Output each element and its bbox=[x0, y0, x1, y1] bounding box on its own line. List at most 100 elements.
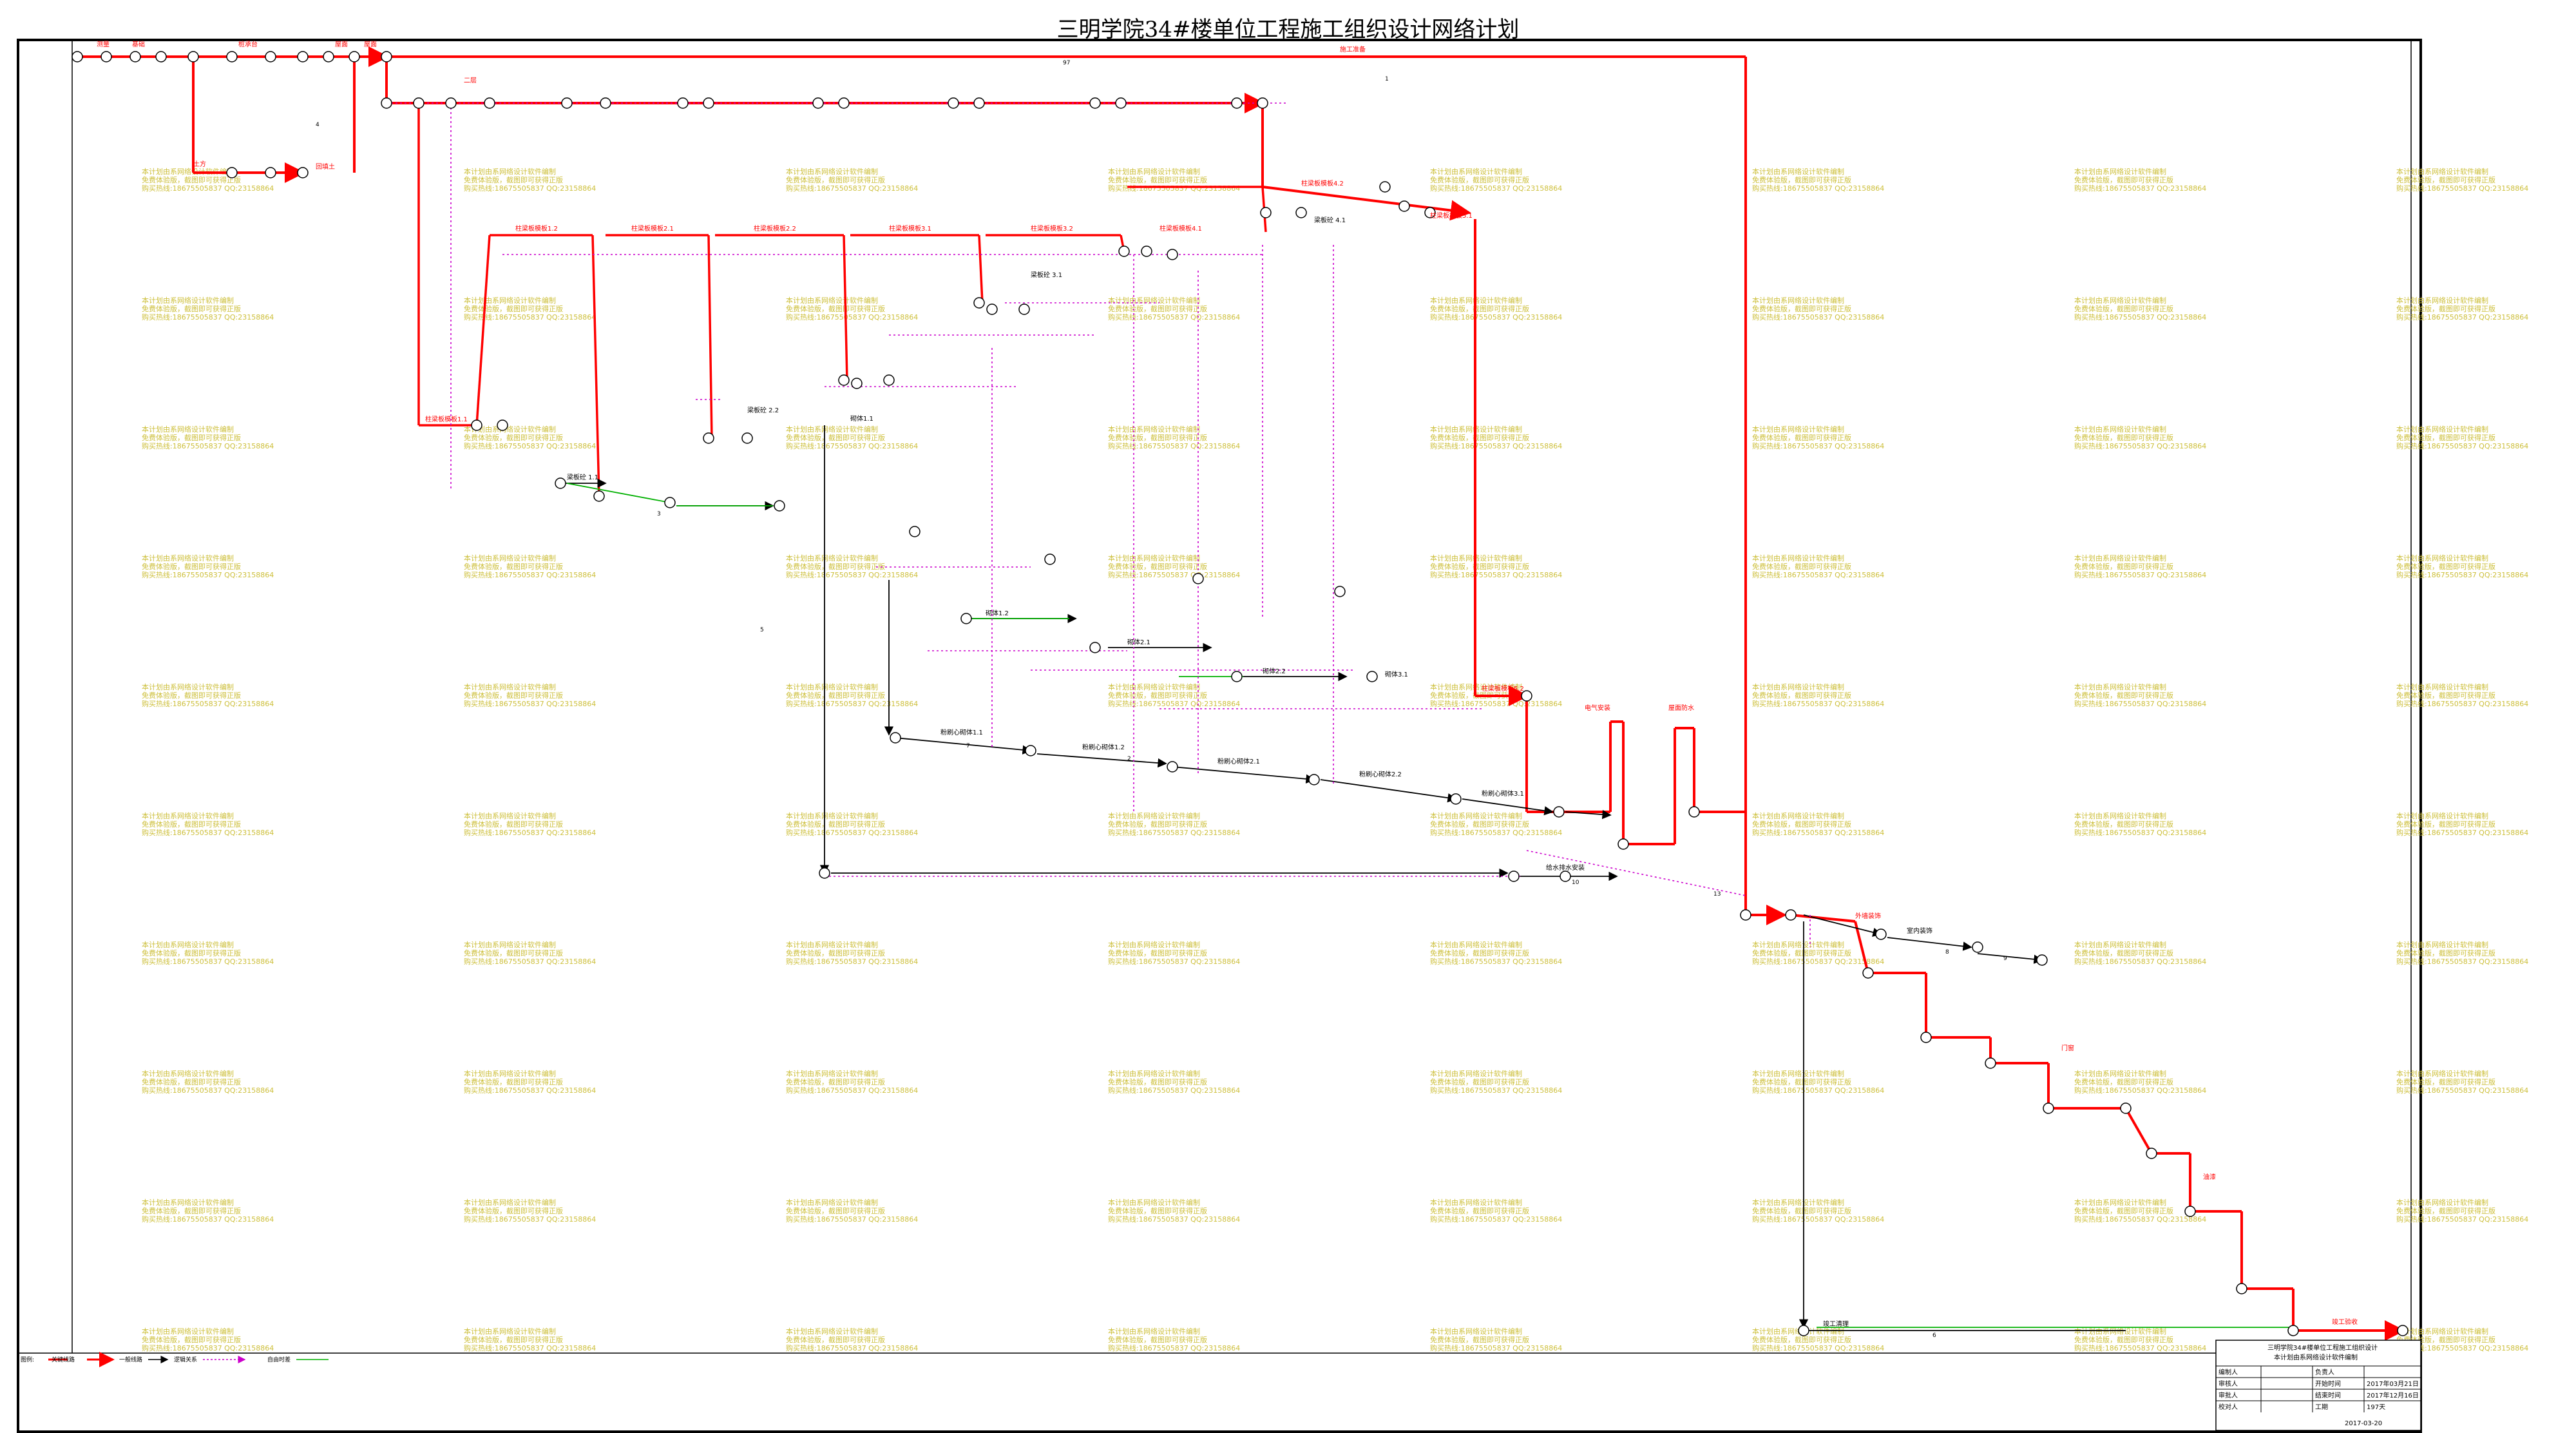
watermark-text: 购买热线:18675505837 QQ:23158864 bbox=[2074, 1215, 2206, 1224]
watermark-text: 本计划由系网络设计软件编制 bbox=[142, 296, 234, 305]
event-node bbox=[948, 97, 959, 109]
watermark-text: 购买热线:18675505837 QQ:23158864 bbox=[464, 828, 596, 837]
event-node bbox=[1617, 838, 1629, 850]
event-node bbox=[593, 490, 605, 502]
watermark-text: 购买热线:18675505837 QQ:23158864 bbox=[2074, 1343, 2206, 1352]
watermark-text: 免费体验版，截图即可获得正版 bbox=[2396, 433, 2495, 442]
event-node bbox=[2397, 1325, 2409, 1336]
watermark-text: 免费体验版，截图即可获得正版 bbox=[1108, 948, 1207, 957]
event-node bbox=[1231, 671, 1243, 682]
watermark-text: 本计划由系网络设计软件编制 bbox=[786, 811, 878, 820]
event-node bbox=[883, 374, 895, 386]
event-node bbox=[471, 419, 482, 431]
event-node bbox=[1560, 870, 1571, 882]
task-wall5: 砌体3.1 bbox=[1385, 671, 1408, 678]
legend: 图例: 关键线路 一般线路 逻辑关系 自由时差 bbox=[21, 1352, 329, 1367]
watermark-text: 免费体验版，截图即可获得正版 bbox=[142, 691, 241, 700]
task-wall2: 砌体1.2 bbox=[986, 610, 1009, 617]
event-node bbox=[1798, 1325, 1809, 1336]
watermark-text: 本计划由系网络设计软件编制 bbox=[142, 1198, 234, 1207]
watermark-text: 免费体验版，截图即可获得正版 bbox=[464, 948, 563, 957]
watermark-text: 购买热线:18675505837 QQ:23158864 bbox=[464, 957, 596, 966]
task-elec: 电气安装 bbox=[1585, 704, 1610, 712]
task-col3: 柱梁板模板2.1 bbox=[631, 224, 674, 233]
watermark-text: 本计划由系网络设计软件编制 bbox=[2396, 296, 2488, 305]
event-node bbox=[1167, 249, 1178, 260]
watermark-text: 购买热线:18675505837 QQ:23158864 bbox=[1430, 570, 1562, 579]
watermark-text: 购买热线:18675505837 QQ:23158864 bbox=[1430, 1086, 1562, 1095]
watermark-text: 本计划由系网络设计软件编制 bbox=[142, 425, 234, 434]
watermark-text: 购买热线:18675505837 QQ:23158864 bbox=[1752, 1215, 1884, 1224]
duration-labels: 97 1 4 3 5 7 2 10 13 8 9 6 bbox=[316, 60, 2007, 1339]
watermark-text: 购买热线:18675505837 QQ:23158864 bbox=[786, 184, 918, 193]
watermark-text: 免费体验版，截图即可获得正版 bbox=[142, 948, 241, 957]
watermark-text: 购买热线:18675505837 QQ:23158864 bbox=[1108, 1086, 1240, 1095]
watermark-text: 购买热线:18675505837 QQ:23158864 bbox=[1430, 828, 1562, 837]
event-node bbox=[600, 97, 611, 109]
watermark-text: 购买热线:18675505837 QQ:23158864 bbox=[2074, 828, 2206, 837]
watermark-text: 本计划由系网络设计软件编制 bbox=[1752, 1069, 1844, 1078]
watermark-text: 本计划由系网络设计软件编制 bbox=[2074, 811, 2166, 820]
watermark-text: 购买热线:18675505837 QQ:23158864 bbox=[464, 1086, 596, 1095]
watermark-text: 本计划由系网络设计软件编制 bbox=[464, 811, 556, 820]
watermark-text: 本计划由系网络设计软件编制 bbox=[2074, 1327, 2166, 1336]
event-node bbox=[561, 97, 573, 109]
event-node bbox=[1740, 909, 1751, 921]
watermark-text: 本计划由系网络设计软件编制 bbox=[142, 553, 234, 563]
event-node bbox=[1231, 97, 1243, 109]
watermark-text: 本计划由系网络设计软件编制 bbox=[464, 1069, 556, 1078]
title-block-cell: 工期 bbox=[2315, 1403, 2328, 1411]
watermark-text: 免费体验版，截图即可获得正版 bbox=[2074, 562, 2173, 571]
event-node bbox=[1972, 941, 1983, 953]
watermark-text: 免费体验版，截图即可获得正版 bbox=[2396, 1206, 2495, 1215]
watermark-text: 购买热线:18675505837 QQ:23158864 bbox=[1430, 1215, 1562, 1224]
event-node bbox=[72, 51, 83, 63]
task-col6: 柱梁板模板3.2 bbox=[1031, 224, 1073, 233]
virtual-links bbox=[386, 102, 1811, 947]
watermark-text: 免费体验版，截图即可获得正版 bbox=[464, 175, 563, 184]
event-node bbox=[1985, 1057, 1996, 1069]
watermark-text: 免费体验版，截图即可获得正版 bbox=[1108, 304, 1207, 313]
duration-label: 5 bbox=[760, 627, 764, 633]
task-col5: 柱梁板模板3.1 bbox=[889, 224, 931, 233]
watermark-text: 购买热线:18675505837 QQ:23158864 bbox=[1430, 699, 1562, 708]
watermark-text: 免费体验版，截图即可获得正版 bbox=[142, 820, 241, 829]
watermark-text: 免费体验版，截图即可获得正版 bbox=[2396, 562, 2495, 571]
watermark-text: 本计划由系网络设计软件编制 bbox=[1752, 296, 1844, 305]
event-node bbox=[1862, 967, 1874, 979]
watermark-text: 本计划由系网络设计软件编制 bbox=[1108, 425, 1200, 434]
watermark-text: 本计划由系网络设计软件编制 bbox=[142, 1069, 234, 1078]
watermark-text: 本计划由系网络设计软件编制 bbox=[1108, 682, 1200, 691]
task-door: 门窗 bbox=[2061, 1044, 2074, 1052]
event-node bbox=[1192, 573, 1204, 584]
watermark-text: 购买热线:18675505837 QQ:23158864 bbox=[2396, 1086, 2528, 1095]
watermark-text: 本计划由系网络设计软件编制 bbox=[786, 167, 878, 176]
event-node bbox=[1025, 745, 1036, 756]
watermark-text: 购买热线:18675505837 QQ:23158864 bbox=[1752, 570, 1884, 579]
task-roof: 屋面防水 bbox=[1668, 704, 1694, 712]
watermark-text: 购买热线:18675505837 QQ:23158864 bbox=[142, 1343, 274, 1352]
watermark-text: 本计划由系网络设计软件编制 bbox=[2074, 682, 2166, 691]
watermark-text: 购买热线:18675505837 QQ:23158864 bbox=[464, 1343, 596, 1352]
task-conc3: 梁板砼 3.1 bbox=[1031, 271, 1062, 279]
event-node bbox=[2120, 1102, 2132, 1114]
task-col7: 柱梁板模板4.1 bbox=[1159, 224, 1202, 233]
critical-floor-blocks bbox=[386, 102, 1267, 497]
watermark-text: 免费体验版，截图即可获得正版 bbox=[1108, 562, 1207, 571]
watermark-text: 免费体验版，截图即可获得正版 bbox=[1752, 948, 1851, 957]
event-node bbox=[381, 51, 392, 63]
watermark-text: 本计划由系网络设计软件编制 bbox=[142, 811, 234, 820]
watermark-text: 免费体验版，截图即可获得正版 bbox=[2074, 820, 2173, 829]
title-block-cell: 开始时间 bbox=[2315, 1380, 2341, 1388]
watermark-text: 本计划由系网络设计软件编制 bbox=[1108, 940, 1200, 949]
task-col1: 柱梁板模板1.1 bbox=[425, 415, 468, 423]
legend-label: 图例: bbox=[21, 1356, 34, 1363]
watermark-text: 免费体验版，截图即可获得正版 bbox=[464, 562, 563, 571]
watermark-text: 免费体验版，截图即可获得正版 bbox=[464, 1335, 563, 1344]
watermark-text: 购买热线:18675505837 QQ:23158864 bbox=[786, 570, 918, 579]
duration-label: 6 bbox=[1932, 1332, 1936, 1339]
watermark-text: 购买热线:18675505837 QQ:23158864 bbox=[142, 699, 274, 708]
watermark-text: 本计划由系网络设计软件编制 bbox=[786, 1069, 878, 1078]
task-start: 施工准备 bbox=[1340, 45, 1366, 53]
watermark-text: 购买热线:18675505837 QQ:23158864 bbox=[2074, 1086, 2206, 1095]
